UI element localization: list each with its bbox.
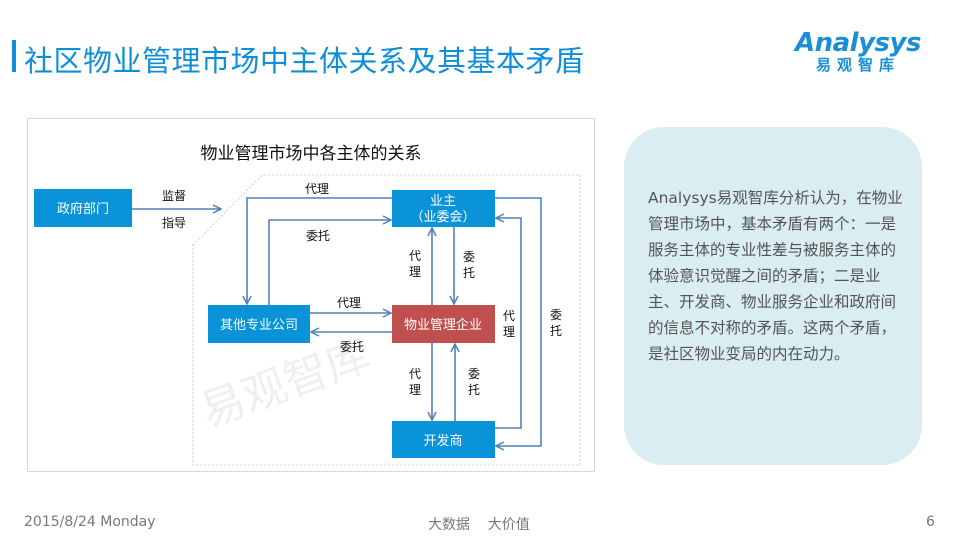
title-accent-bar bbox=[12, 40, 16, 72]
agent-v-lower-1: 代 bbox=[409, 367, 421, 381]
agent-label-top: 代理 bbox=[305, 182, 329, 196]
entrust-v-upper-2: 托 bbox=[463, 266, 475, 280]
supervise-label: 监督 bbox=[162, 188, 186, 203]
other-to-owner-arrow bbox=[268, 220, 391, 305]
guide-label: 指导 bbox=[162, 215, 186, 230]
entrust-v-right-2: 托 bbox=[550, 324, 562, 338]
analysis-text: Analysys易观智库分析认为，在物业管理市场中，基本矛盾有两个：一是服务主体… bbox=[648, 189, 903, 363]
agent-v-right-2: 理 bbox=[503, 325, 515, 339]
node-other-companies bbox=[208, 305, 310, 343]
node-developer bbox=[392, 421, 495, 458]
page-number: 6 bbox=[926, 514, 935, 530]
agent-v-upper-2: 理 bbox=[409, 265, 421, 279]
agent-v-right-1: 代 bbox=[503, 309, 515, 323]
analysys-logo: Analysys 易观智库 bbox=[795, 28, 921, 75]
entrust-v-right-1: 委 bbox=[550, 308, 562, 322]
node-government bbox=[34, 189, 132, 227]
agent-v-lower-2: 理 bbox=[409, 383, 421, 397]
entrust-v-upper-1: 委 bbox=[463, 250, 475, 264]
diagram-title: 物业管理市场中各主体的关系 bbox=[200, 144, 422, 164]
other-label: 其他专业公司 bbox=[220, 318, 298, 333]
dev-label: 开发商 bbox=[423, 433, 462, 449]
logo-en: Analysys bbox=[795, 28, 921, 58]
owner-label-1: 业主 bbox=[430, 194, 456, 209]
footer-slogan: 大数据 大价值 bbox=[428, 517, 530, 533]
node-owner bbox=[392, 190, 495, 227]
footer-date: 2015/8/24 Monday bbox=[24, 514, 156, 530]
entrust-label-mid: 委托 bbox=[340, 340, 364, 354]
node-property-management bbox=[392, 305, 495, 343]
page-title: 社区物业管理市场中主体关系及其基本矛盾 bbox=[24, 44, 585, 78]
diagram-frame: 物业管理市场中各主体的关系 bbox=[27, 118, 595, 472]
owner-to-dev-arrow bbox=[495, 197, 542, 446]
dashed-region bbox=[192, 174, 581, 466]
pm-label: 物业管理企业 bbox=[404, 317, 482, 333]
entrust-v-lower-2: 托 bbox=[468, 383, 480, 397]
agent-v-upper-1: 代 bbox=[409, 249, 421, 263]
logo-cn: 易观智库 bbox=[815, 56, 900, 74]
owner-label-2: （业委会） bbox=[410, 210, 475, 225]
owner-to-other-arrow bbox=[247, 197, 392, 304]
gov-label: 政府部门 bbox=[57, 202, 109, 217]
entrust-v-lower-1: 委 bbox=[468, 367, 480, 381]
dev-to-owner-arrow bbox=[495, 218, 522, 429]
agent-label-mid: 代理 bbox=[337, 296, 361, 310]
entrust-label-top: 委托 bbox=[306, 229, 330, 243]
analysis-callout: Analysys易观智库分析认为，在物业管理市场中，基本矛盾有两个：一是服务主体… bbox=[624, 127, 922, 465]
